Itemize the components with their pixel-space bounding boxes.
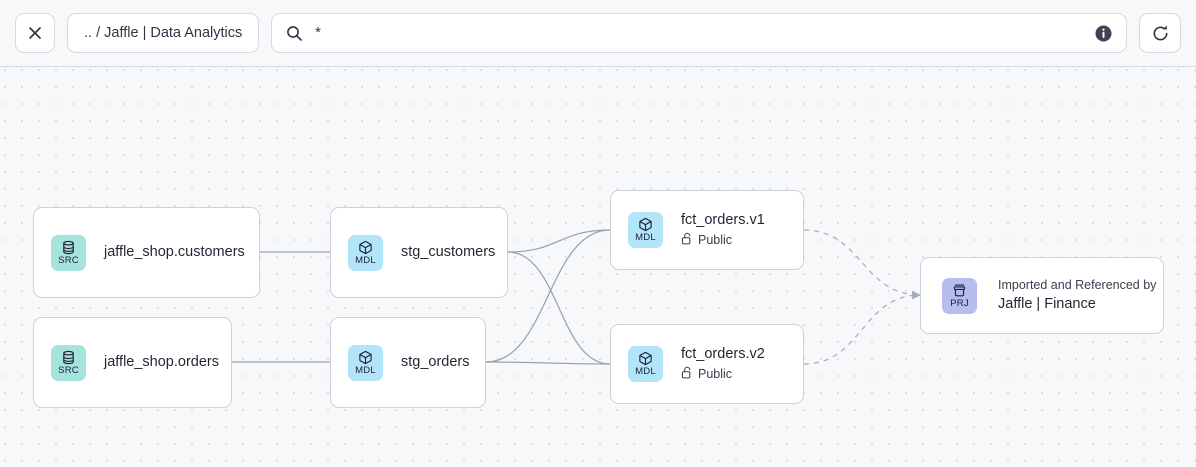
badge-label: MDL — [355, 254, 376, 266]
node-fct-orders-v2[interactable]: MDL fct_orders.v2 Public — [610, 324, 804, 404]
node-title: jaffle_shop.orders — [104, 354, 220, 370]
database-icon — [61, 350, 76, 365]
refresh-button[interactable] — [1139, 13, 1181, 53]
node-stg-orders[interactable]: MDL stg_orders — [330, 317, 486, 408]
node-visibility: Public — [681, 366, 765, 384]
edge-stgorders-fctv2 — [485, 361, 611, 365]
badge-mdl: MDL — [628, 346, 663, 382]
breadcrumb-label: .. / Jaffle | Data Analytics — [84, 25, 243, 41]
badge-prj: PRJ — [942, 277, 977, 314]
toolbar: .. / Jaffle | Data Analytics — [0, 0, 1196, 67]
badge-mdl: MDL — [348, 234, 383, 271]
node-body: fct_orders.v1 Public — [681, 211, 765, 250]
close-button[interactable] — [15, 13, 55, 53]
edge-fctv2-jafflefinance — [803, 290, 921, 365]
search-input[interactable] — [315, 14, 1083, 52]
breadcrumb[interactable]: .. / Jaffle | Data Analytics — [67, 13, 260, 53]
badge-src: SRC — [51, 234, 86, 271]
archive-icon — [952, 283, 967, 298]
badge-mdl: MDL — [348, 344, 383, 381]
node-body: Imported and Referenced by Jaffle | Fina… — [998, 277, 1156, 314]
node-jaffle-finance-project[interactable]: PRJ Imported and Referenced by Jaffle | … — [920, 257, 1164, 334]
edge-stgcustomers-fctv1 — [507, 229, 611, 253]
badge-src: SRC — [51, 344, 86, 381]
node-title: stg_customers — [401, 244, 496, 260]
lineage-canvas[interactable]: SRC jaffle_shop.customers SRC jaffle_sho… — [0, 67, 1196, 467]
badge-label: SRC — [58, 254, 79, 266]
node-title: jaffle_shop.customers — [104, 244, 245, 260]
info-circle-icon[interactable] — [1095, 25, 1112, 42]
node-body: stg_customers — [401, 243, 495, 262]
node-fct-orders-v1[interactable]: MDL fct_orders.v1 Public — [610, 190, 804, 270]
badge-label: MDL — [635, 366, 656, 377]
node-title: fct_orders.v1 — [681, 211, 765, 228]
badge-mdl: MDL — [628, 212, 663, 248]
search-bar[interactable] — [271, 13, 1127, 53]
node-visibility-label: Public — [698, 233, 733, 247]
node-title: Jaffle | Finance — [998, 296, 1096, 312]
node-body: jaffle_shop.customers — [104, 243, 245, 262]
node-jaffle-shop-customers[interactable]: SRC jaffle_shop.customers — [33, 207, 260, 298]
cube-icon — [638, 351, 653, 366]
edge-fctv1-jafflefinance — [803, 229, 921, 300]
edge-layer — [232, 229, 921, 365]
node-body: fct_orders.v2 Public — [681, 345, 765, 384]
edge-stgcustomers-fctv2 — [507, 251, 611, 365]
badge-label: PRJ — [950, 297, 969, 309]
badge-label: SRC — [58, 364, 79, 376]
node-jaffle-shop-orders[interactable]: SRC jaffle_shop.orders — [33, 317, 232, 408]
cube-icon — [358, 350, 373, 365]
close-icon — [29, 27, 41, 39]
cube-icon — [638, 217, 653, 232]
node-relation-label: Imported and Referenced by — [998, 278, 1157, 292]
badge-label: MDL — [635, 232, 656, 243]
node-visibility-label: Public — [698, 367, 733, 381]
node-body: stg_orders — [401, 353, 470, 372]
unlock-icon — [681, 232, 693, 250]
refresh-icon — [1153, 25, 1167, 40]
node-title: stg_orders — [401, 354, 470, 370]
badge-label: MDL — [355, 364, 376, 376]
node-visibility: Public — [681, 232, 765, 250]
edge-stgorders-fctv1 — [485, 229, 611, 363]
database-icon — [61, 240, 76, 255]
node-title: fct_orders.v2 — [681, 345, 765, 362]
cube-icon — [358, 240, 373, 255]
node-stg-customers[interactable]: MDL stg_customers — [330, 207, 508, 298]
search-icon — [287, 25, 303, 41]
unlock-icon — [681, 366, 693, 384]
node-body: jaffle_shop.orders — [104, 353, 219, 372]
